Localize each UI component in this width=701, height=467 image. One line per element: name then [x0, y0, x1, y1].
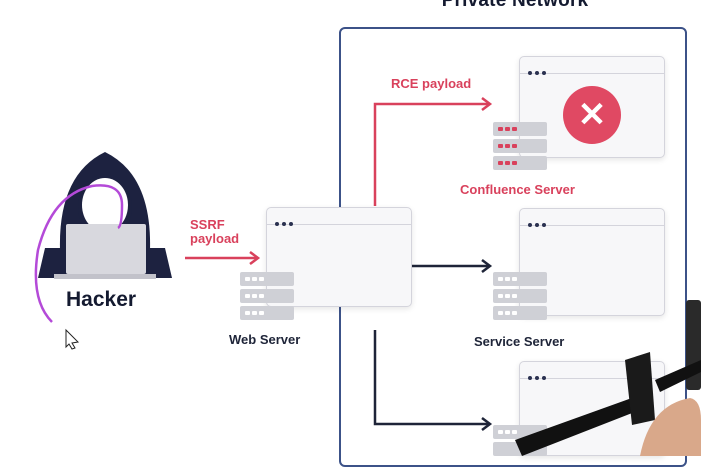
web-server-label: Web Server [229, 332, 301, 347]
rce-arrow [373, 102, 490, 206]
window-dots-icon [275, 213, 296, 231]
cursor-icon [65, 328, 80, 350]
rce-payload-label: RCE payload [391, 76, 472, 91]
laptop-icon [66, 224, 146, 274]
hacker-figure [34, 152, 172, 350]
connector-arrows [185, 97, 493, 431]
service-server-icon [493, 272, 547, 323]
window-dots-icon [528, 62, 549, 80]
confluence-server-label: Confluence Server [460, 182, 575, 197]
confluence-server-icon [493, 122, 547, 173]
private-network-title: Private Network [441, 0, 589, 11]
ssrf-diagram: Private Network Hacker SSRF payload RCE … [34, 0, 701, 467]
hand-image [640, 398, 701, 456]
ssrf-payload-label: SSRF payload [190, 217, 240, 246]
error-x-icon: ✕ [563, 86, 621, 144]
window-dots-icon [528, 214, 549, 232]
microphone-arm [515, 300, 701, 456]
web-server-icon [240, 272, 294, 323]
lower-server-arrow [373, 330, 490, 426]
service-server-label: Service Server [474, 334, 565, 349]
hacker-label: Hacker [66, 288, 137, 311]
annotation-scribble [34, 184, 124, 323]
window-dots-icon [528, 367, 549, 385]
